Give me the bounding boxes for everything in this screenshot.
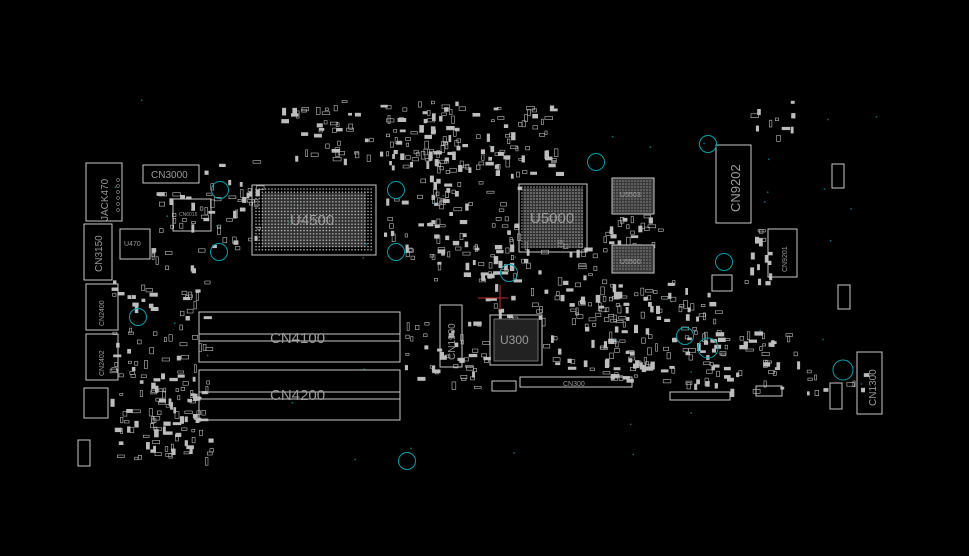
u300-component[interactable]: U300 [489,314,543,366]
small-ic-left [83,387,109,419]
cn3150-component[interactable]: CN3150 [83,223,113,281]
pad-strip-bottom-right [669,391,731,401]
cn4200-label: CN4200 [270,387,325,404]
cn2402-label: CN2402 [99,350,106,376]
cn3000-component[interactable]: CN3000 [142,164,200,184]
u5500-label: U5500 [620,259,641,266]
small-connector-near-cn1300 [829,382,843,410]
cn1900-label: CN1900 [447,323,458,360]
u5000-component[interactable]: U5000 [518,183,588,253]
small-connector-right-mid [837,284,851,310]
small-ic-right [711,274,733,292]
jack470-component[interactable]: JACK470 [85,162,123,222]
cn1900-component[interactable]: CN1900 [439,304,463,368]
u300-label: U300 [500,333,529,347]
u470-component[interactable]: U470 [119,228,151,260]
cn4100-component[interactable]: CN4100 [198,311,401,363]
cn9202-label: CN9202 [728,164,743,212]
cn1300-component[interactable]: CN1300 [856,351,883,415]
bga-ball-grid [613,247,651,270]
bga-ball-grid [521,186,583,248]
cn9201-label: CN9201 [782,246,789,272]
cn3000-label: CN3000 [151,170,188,181]
small-connector-bottom-right [755,385,783,397]
bga-ball-grid [255,188,373,251]
cn6015-label: CN6015 [179,212,198,218]
cn4200-component[interactable]: CN4200 [198,369,401,421]
u5503-component[interactable]: U5503 [611,177,655,215]
cn6015-component[interactable]: CN6015 [172,198,212,232]
cn2400-component[interactable]: CN2400 [85,283,119,331]
u5500-component[interactable]: U5500 [611,244,655,274]
cn1300-label: CN1300 [868,369,879,406]
cn2400-label: CN2400 [99,300,106,326]
cn9202-component[interactable]: CN9202 [715,144,752,224]
cn3150-label: CN3150 [94,235,105,272]
u5000-label: U5000 [530,210,574,227]
small-connector-right-top [831,163,845,189]
u470-label: U470 [124,241,141,248]
cn2402-component[interactable]: CN2402 [85,333,119,381]
cn4100-label: CN4100 [270,330,325,347]
jack470-label: JACK470 [100,178,111,221]
cn300-component[interactable]: CN300 [519,376,633,388]
mounting-holes [129,135,854,470]
bga-ball-grid [613,180,651,212]
u4500-label: U4500 [290,212,334,229]
small-connector-below-u300 [491,380,517,392]
u5503-label: U5503 [620,192,641,199]
cn9201-component[interactable]: CN9201 [767,228,798,278]
small-connector-bottom-left [77,439,91,467]
cn300-label: CN300 [563,381,585,388]
